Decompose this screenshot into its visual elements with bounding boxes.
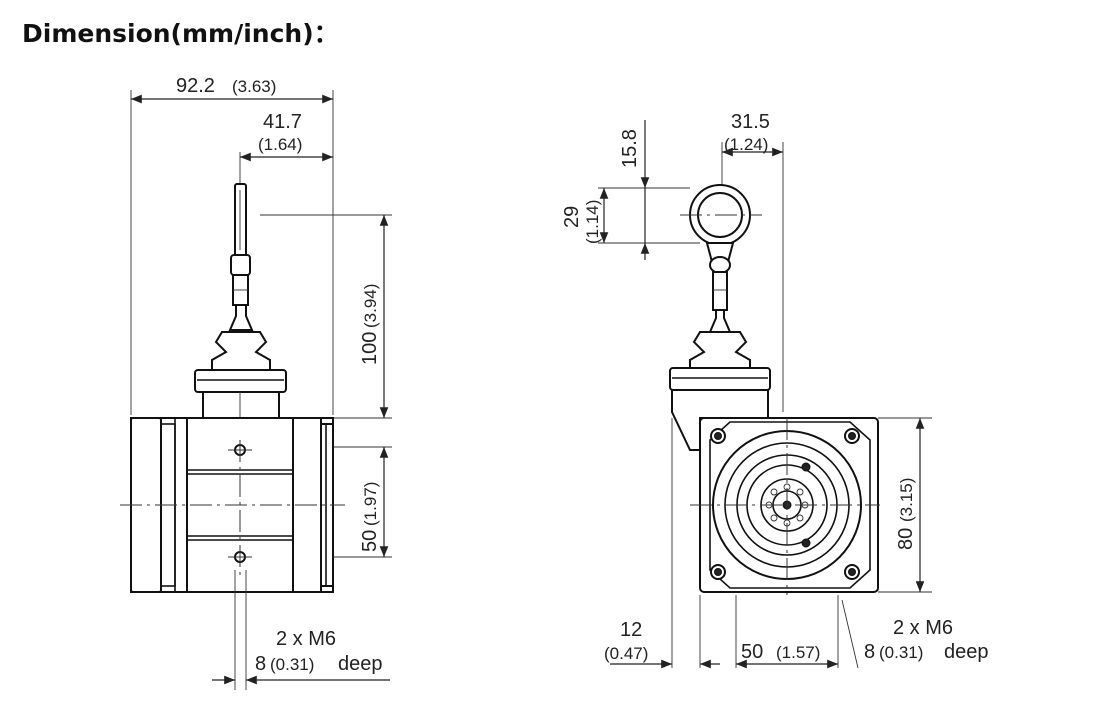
side-thread-depth-word: deep [338, 653, 383, 675]
dim-eye-top-mm: 15.8 [619, 129, 641, 168]
dim-height-mm: 100 [359, 332, 381, 365]
front-thread-depth-mm: 8 [864, 641, 875, 663]
corner-bolts [710, 428, 860, 580]
dim-housing-height-inch: (3.15) [897, 478, 916, 522]
dim-hole-spacing-mm: 50 [359, 530, 381, 552]
front-view: 31.5 (1.24) 15.8 29 (1.14) 80 (3.15) [561, 111, 989, 669]
dim-housing-height-mm: 80 [895, 528, 917, 550]
dim-overall-width-inch: (3.63) [232, 77, 276, 96]
dim-hole-spacing-inch: (1.97) [361, 482, 380, 526]
dim-eye-offset-inch: (1.24) [724, 135, 768, 154]
dim-front-hole-spacing-inch: (1.57) [776, 643, 820, 662]
dim-front-hole-spacing-mm: 50 [741, 641, 763, 663]
side-thread-depth-mm: 8 [255, 653, 266, 675]
dim-cable-offset-inch: (1.64) [258, 135, 302, 154]
dim-cable-offset-mm: 41.7 [263, 111, 302, 133]
dim-height-inch: (3.94) [361, 284, 380, 328]
front-thread-depth-word: deep [944, 641, 989, 663]
dim-eye-offset-mm: 31.5 [731, 111, 770, 133]
side-thread-depth-inch: (0.31) [270, 655, 314, 674]
dim-edge-offset-mm: 12 [620, 619, 642, 641]
page-title: Dimension(mm/inch)： [22, 19, 339, 48]
dim-overall-width-mm: 92.2 [176, 75, 215, 97]
side-thread-label: 2 x M6 [276, 628, 336, 650]
side-view: 92.2 (3.63) 41.7 (1.64) 100 (3.94) 50 (1… [120, 75, 392, 690]
dim-eye-height-mm: 29 [561, 206, 583, 228]
front-thread-label: 2 x M6 [893, 617, 953, 639]
dim-edge-offset-inch: (0.47) [604, 644, 648, 663]
front-thread-depth-inch: (0.31) [879, 643, 923, 662]
dim-eye-height-inch: (1.14) [583, 200, 602, 244]
